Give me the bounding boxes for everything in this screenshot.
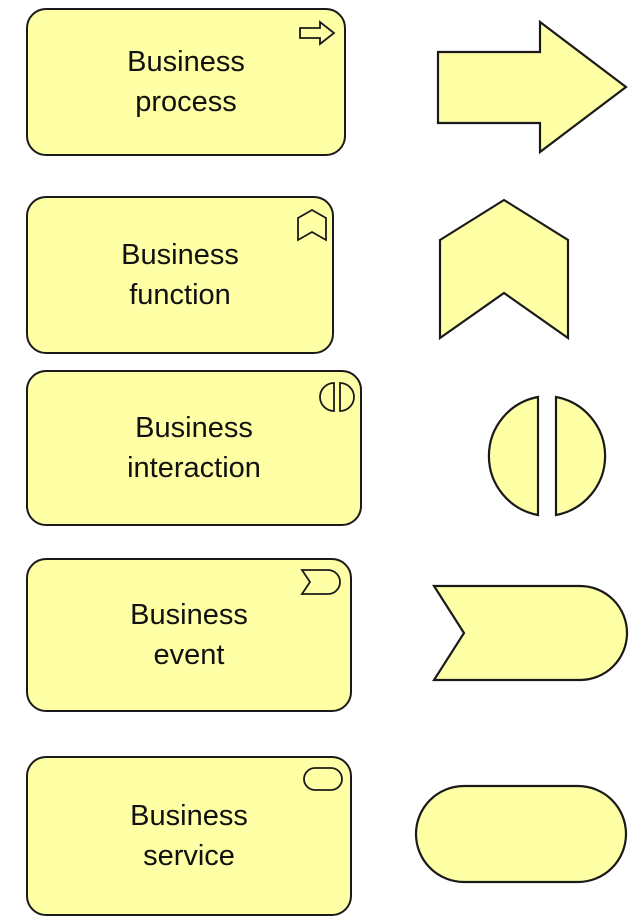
- rounded-rect-icon: [303, 767, 343, 791]
- business-event-label-line2: event: [153, 639, 225, 671]
- business-interaction-label-line1: Business: [135, 412, 253, 444]
- function-chevron-shape: [438, 198, 570, 341]
- business-interaction-element[interactable]: Business interaction: [26, 370, 362, 526]
- chevron-up-icon: [297, 208, 327, 242]
- business-interaction-label-line2: interaction: [127, 452, 261, 484]
- event-icon: [300, 569, 341, 595]
- business-function-label-line2: function: [129, 279, 231, 311]
- business-process-label-line1: Business: [127, 46, 245, 78]
- service-rounded-rect-shape: [414, 784, 628, 884]
- business-event-label: Business event: [28, 595, 350, 675]
- event-shape: [431, 584, 629, 682]
- business-process-label: Business process: [28, 42, 344, 122]
- business-service-label: Business service: [28, 796, 350, 876]
- business-process-label-line2: process: [135, 86, 237, 118]
- business-event-element[interactable]: Business event: [26, 558, 352, 712]
- business-service-label-line1: Business: [130, 800, 248, 832]
- business-function-element[interactable]: Business function: [26, 196, 334, 354]
- interaction-split-circle-shape: [487, 395, 607, 517]
- arrow-right-icon: [299, 20, 336, 46]
- business-process-element[interactable]: Business process: [26, 8, 346, 156]
- business-interaction-label: Business interaction: [28, 408, 360, 488]
- business-service-label-line2: service: [143, 840, 235, 872]
- business-function-label: Business function: [28, 235, 332, 315]
- process-arrow-shape: [436, 19, 628, 155]
- split-circle-icon: [319, 382, 355, 412]
- business-service-element[interactable]: Business service: [26, 756, 352, 916]
- business-event-label-line1: Business: [130, 599, 248, 631]
- business-function-label-line1: Business: [121, 239, 239, 271]
